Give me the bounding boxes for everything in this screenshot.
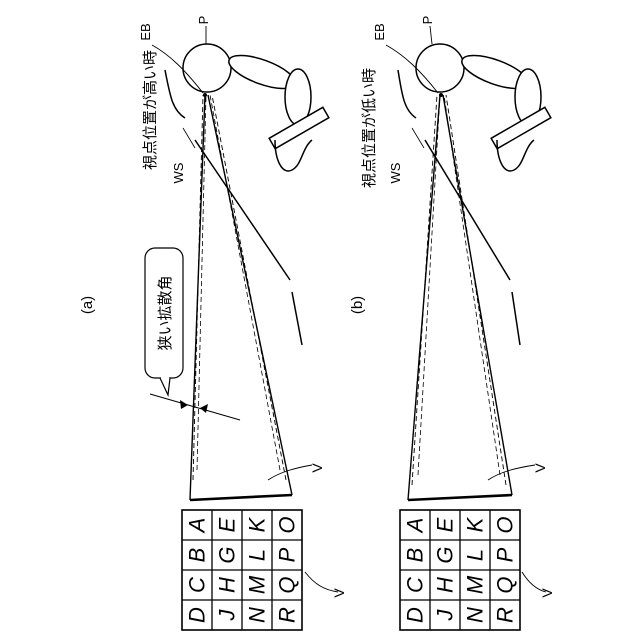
panel-b-grid-letter: C [403, 577, 428, 593]
panel-b-grid-letter: P [493, 547, 518, 562]
panel-b-ws-label: WS [388, 162, 403, 183]
panel-b-eb-label: EB [372, 23, 387, 40]
panel-b-grid-letter: R [493, 607, 518, 623]
panel-a-grid-letter: K [245, 516, 270, 532]
panel-b-v-label-grid: V [539, 588, 555, 598]
panel-a-grid-letter: C [185, 577, 210, 593]
panel-a-callout-text: 狭い拡散角 [156, 275, 174, 350]
panel-a-grid-letter: H [215, 577, 240, 593]
panel-a-grid-letter: M [245, 575, 270, 594]
panel-a-grid-letter: O [275, 516, 300, 533]
panel-a-label: (a) [79, 296, 96, 314]
panel-b-grid-letter: J [433, 609, 458, 622]
panel-a-letter-grid: AEKO BGLP CHMQ DJNR [182, 510, 302, 630]
panel-a: (a) AEKOBGLPCHMQDJNR [79, 16, 347, 630]
panel-a-grid-letter: D [185, 607, 210, 623]
panel-b-grid-letter: L [463, 549, 488, 561]
panel-b-grid-letter: D [403, 607, 428, 623]
panel-b-grid-letter: A [403, 518, 428, 535]
panel-a-viewpoint-text: 視点位置が高い時 [141, 50, 159, 170]
panel-b-grid-letter: N [463, 607, 488, 623]
panel-b-grid-letter: M [463, 575, 488, 594]
panel-a-ws-label: WS [171, 162, 186, 183]
panel-a-grid-letter: L [245, 549, 270, 561]
panel-b-grid-letter: G [433, 546, 458, 563]
panel-b-grid-letter: H [433, 577, 458, 593]
panel-a-grid-letter: R [275, 607, 300, 623]
panel-a-grid-letter: A [185, 518, 210, 535]
panel-b: (b) AEKOBGLPCHMQDJNR [349, 16, 555, 630]
panel-a-grid-letter: N [245, 607, 270, 623]
panel-b-label: (b) [349, 296, 366, 314]
panel-b-letter-grid: AEKO BGLP CHMQ DJNR [400, 510, 520, 630]
panel-b-grid-letter: E [433, 517, 458, 532]
panel-a-grid-letter: E [215, 517, 240, 532]
panel-a-grid-letter: P [275, 547, 300, 562]
panel-a-grid-letter: J [215, 609, 240, 622]
panel-b-grid-letter: O [493, 516, 518, 533]
panel-a-callout: 狭い拡散角 [145, 248, 183, 395]
panel-a-grid-letter: G [215, 546, 240, 563]
panel-b-grid-letter: Q [493, 576, 518, 593]
panel-b-light-cone [408, 95, 512, 500]
panel-b-grid-letter: K [463, 516, 488, 532]
panel-a-windshield [165, 70, 302, 345]
panel-b-viewpoint-text: 視点位置が低い時 [360, 68, 378, 188]
panel-a-v-label-grid: V [331, 588, 347, 598]
panel-a-p-label: P [196, 16, 211, 25]
panel-a-v-label-cone: V [309, 463, 325, 473]
panel-a-eb-label: EB [138, 23, 153, 40]
panel-b-p-label: P [420, 16, 435, 25]
panel-a-grid-letter: B [185, 548, 210, 563]
panel-b-v-label-cone: V [532, 463, 548, 473]
panel-b-windshield [398, 70, 520, 345]
panel-a-grid-letter: Q [275, 576, 300, 593]
panel-b-grid-letter: B [403, 548, 428, 563]
